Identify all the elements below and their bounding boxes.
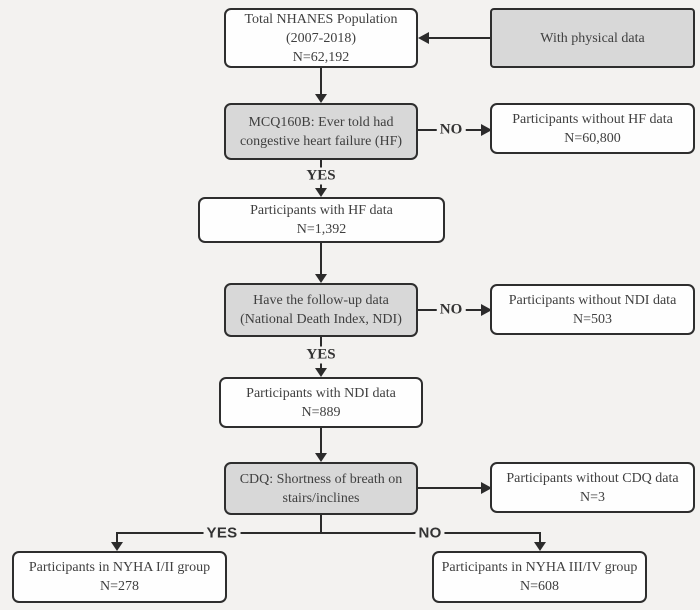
connector-line — [116, 532, 118, 543]
connector-line — [539, 532, 541, 543]
arrowhead-down-icon — [315, 94, 327, 103]
node-text-line: N=889 — [301, 404, 341, 420]
node-text-line: MCQ160B: Ever told had — [248, 114, 394, 130]
node-text-line: Participants without CDQ data — [506, 470, 679, 486]
node-text-line: N=62,192 — [292, 49, 350, 65]
node-text-line: Total NHANES Population — [244, 11, 398, 27]
node-mcq160b-question: MCQ160B: Ever told had congestive heart … — [224, 103, 418, 160]
arrowhead-right-icon — [481, 304, 492, 316]
edge-label-no-hf: NO — [436, 121, 466, 139]
node-text-line: Participants in NYHA III/IV group — [441, 560, 638, 575]
arrowhead-down-icon — [534, 542, 546, 551]
node-text-line: (National Death Index, NDI) — [240, 312, 402, 327]
arrowhead-right-icon — [481, 124, 492, 136]
arrowhead-down-icon — [315, 188, 327, 197]
node-text-line: N=608 — [519, 579, 559, 594]
node-without-cdq-data: Participants without CDQ data N=3 — [490, 462, 695, 513]
node-text-line: Participants without NDI data — [508, 292, 677, 308]
connector-line — [320, 68, 322, 95]
node-text-line: N=503 — [572, 311, 612, 327]
node-with-ndi-data: Participants with NDI data N=889 — [219, 377, 423, 428]
arrowhead-left-icon — [418, 32, 429, 44]
node-text-line: With physical data — [540, 30, 645, 46]
arrowhead-down-icon — [111, 542, 123, 551]
node-text-line: N=1,392 — [296, 222, 347, 237]
edge-label-yes-branch: YES — [203, 524, 241, 542]
node-text-line: stairs/inclines — [282, 490, 360, 506]
connector-line — [320, 243, 322, 274]
node-text-line: Participants with NDI data — [246, 385, 396, 401]
node-text-line: congestive heart failure (HF) — [239, 133, 403, 149]
node-text-line: N=278 — [99, 579, 139, 594]
node-text-line: (2007-2018) — [286, 30, 356, 46]
node-text-line: Participants with HF data — [250, 203, 393, 218]
node-followup-ndi-question: Have the follow-up data (National Death … — [224, 283, 418, 337]
node-text-line: N=3 — [579, 489, 605, 505]
connector-line — [429, 37, 490, 39]
node-without-ndi-data: Participants without NDI data N=503 — [490, 284, 695, 335]
node-text-line: Participants in NYHA I/II group — [28, 560, 211, 575]
edge-label-no-ndi: NO — [436, 301, 466, 319]
node-text-line: Have the follow-up data — [253, 293, 389, 308]
node-with-physical-data: With physical data — [490, 8, 695, 68]
node-with-hf-data: Participants with HF data N=1,392 — [198, 197, 445, 243]
connector-line — [117, 532, 541, 534]
arrowhead-down-icon — [315, 453, 327, 462]
node-total-population: Total NHANES Population (2007-2018) N=62… — [224, 8, 418, 68]
edge-label-no-branch: NO — [415, 524, 445, 542]
edge-label-yes-ndi: YES — [303, 346, 339, 364]
node-cdq-question: CDQ: Shortness of breath on stairs/incli… — [224, 462, 418, 515]
edge-label-yes-hf: YES — [303, 167, 339, 185]
node-text-line: CDQ: Shortness of breath on — [239, 471, 403, 487]
node-text-line: N=60,800 — [564, 130, 621, 146]
arrowhead-down-icon — [315, 368, 327, 377]
arrowhead-right-icon — [481, 482, 492, 494]
node-nyha-i-ii-group: Participants in NYHA I/II group N=278 — [12, 551, 227, 603]
node-nyha-iii-iv-group: Participants in NYHA III/IV group N=608 — [432, 551, 647, 603]
node-text-line: Participants without HF data — [512, 111, 673, 127]
connector-line — [320, 428, 322, 453]
arrowhead-down-icon — [315, 274, 327, 283]
node-without-hf-data: Participants without HF data N=60,800 — [490, 103, 695, 154]
connector-line — [418, 487, 481, 489]
connector-line — [320, 515, 322, 533]
